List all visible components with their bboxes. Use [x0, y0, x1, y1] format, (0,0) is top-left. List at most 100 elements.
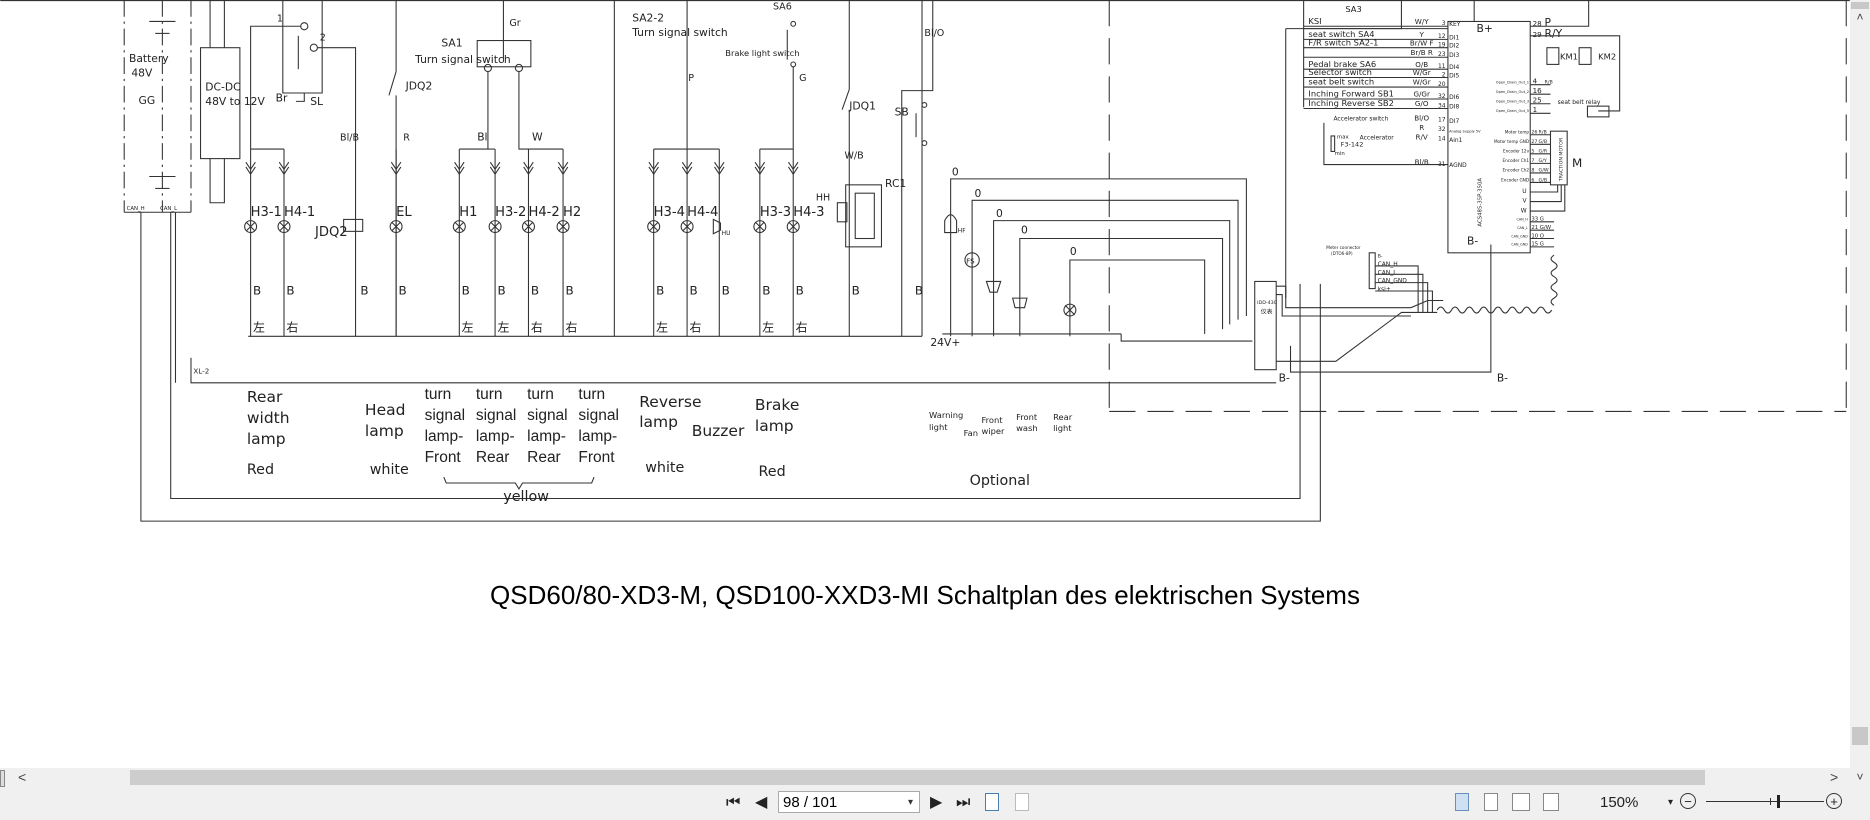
ground-label: B: [286, 284, 294, 298]
scroll-down-arrow[interactable]: ˅: [1856, 770, 1864, 784]
lamp-label: H1: [459, 205, 477, 220]
jdq1-label: JDQ1: [848, 100, 876, 113]
input-pin: 23: [1438, 51, 1446, 58]
wire-br: Br: [276, 91, 288, 104]
hh-label: HH: [816, 192, 830, 203]
lamp-cross: [391, 222, 401, 232]
horizontal-scrollbar[interactable]: < >: [0, 768, 1850, 787]
connector-arrow-icon: [278, 161, 290, 176]
legend-color: Red: [246, 461, 275, 478]
input-label: Accelerator: [1360, 135, 1395, 142]
viewer-toolbar: ⏮ ◀ 98 / 101 ▾ ▶ ⏭ 150% ▾ − +: [0, 787, 1870, 820]
motor-pin-signal: Encoder Ch2: [1503, 168, 1530, 173]
legend-turn-signal: Front: [424, 449, 461, 467]
lamp-label: H3-4: [654, 205, 685, 220]
seat-belt-relay: [1586, 105, 1610, 118]
wire-bl-b: Bl/B: [340, 133, 359, 144]
jdq2-switch-label: JDQ2: [405, 79, 433, 92]
scroll-right-arrow[interactable]: >: [1830, 769, 1839, 785]
page-number-field[interactable]: 98 / 101 ▾: [778, 791, 920, 813]
km2-coil: [1578, 47, 1592, 65]
input-pin: 14: [1438, 136, 1446, 143]
side-label: 右: [565, 321, 577, 335]
vertical-scroll-thumb[interactable]: [1852, 727, 1868, 745]
connector-arrow-icon: [454, 161, 465, 176]
motor-pin: 27: [1531, 139, 1537, 145]
legend-brake-lamp: Brake: [754, 396, 800, 415]
seat-belt-relay-label: seat belt relay: [1558, 99, 1601, 106]
can-pin: 33: [1531, 217, 1538, 223]
input-label: seat belt switch: [1308, 77, 1374, 87]
legend-warning-light: Warning: [929, 410, 964, 421]
previous-page-button[interactable]: ◀: [755, 794, 768, 811]
motor-pin-signal: Motor temp GND: [1494, 139, 1529, 144]
two-page-icon[interactable]: [1512, 793, 1530, 811]
zoom-in-icon[interactable]: +: [1826, 793, 1842, 809]
column-h3-1: H3-1B左: [244, 149, 282, 337]
lamp-cross: [755, 222, 765, 232]
zoom-slider-handle[interactable]: [1776, 795, 1780, 808]
horn-icon: [836, 202, 848, 223]
input-label: Accelerator switch: [1333, 115, 1388, 122]
input-wire-code: W/Y: [1415, 17, 1429, 26]
input-pin: 2: [1442, 71, 1446, 78]
meter-wire: [1375, 290, 1433, 313]
ground-label: B: [398, 284, 406, 298]
traction-motor-label: TRACTION MOTOR: [1558, 137, 1564, 182]
wire-bl: Bl: [477, 131, 487, 144]
vertical-scrollbar[interactable]: ˄ ˅: [1850, 0, 1870, 787]
connector-arrow-icon: [245, 161, 256, 176]
next-page-button[interactable]: ▶: [930, 794, 943, 811]
scroll-up-arrow[interactable]: ˄: [1856, 10, 1864, 24]
lamp-icon: [753, 220, 767, 234]
wire-r: R: [403, 133, 410, 144]
input-wire-code: O/B: [1415, 60, 1428, 69]
zoom-out-icon[interactable]: −: [1680, 793, 1696, 809]
scroll-left-arrow[interactable]: <: [18, 769, 27, 785]
input-pin: 32: [1438, 93, 1446, 100]
last-page-button[interactable]: ⏭: [956, 794, 971, 811]
page-dropdown-icon[interactable]: ▾: [907, 797, 913, 808]
page-number-value: 98 / 101: [783, 794, 838, 811]
motor-pin-wire: R/B: [1539, 130, 1547, 136]
zoom-dropdown-icon[interactable]: ▾: [1668, 797, 1674, 808]
legend-color: Red: [758, 463, 786, 480]
motor-pin-signal: Motor temp: [1505, 130, 1530, 135]
previous-view-icon[interactable]: [985, 793, 999, 811]
input-wire-code: G/Gr: [1413, 90, 1429, 99]
zoom-level[interactable]: 150%: [1600, 794, 1639, 811]
wire-code: 0: [996, 207, 1003, 220]
lamp-label: H4-1: [284, 205, 315, 220]
input-signal: DI7: [1449, 118, 1459, 125]
ground-label: B: [462, 284, 470, 298]
lamp-cross: [788, 222, 798, 232]
legend-turn-signal: turn: [424, 386, 452, 404]
side-label: 左: [762, 321, 774, 335]
output-wire: R/Y: [1545, 27, 1563, 40]
rc1-label: RC1: [885, 177, 906, 190]
single-page-icon[interactable]: [1455, 793, 1469, 811]
sa1-label: SA1: [441, 37, 462, 50]
lamp-icon: [556, 220, 570, 234]
zoom-slider[interactable]: [1706, 795, 1824, 808]
legend-buzzer: Buzzer: [691, 422, 745, 441]
connector-arrow-icon: [788, 161, 799, 176]
continuous-icon[interactable]: [1484, 793, 1498, 811]
next-view-icon[interactable]: [1015, 793, 1029, 811]
phase-wire: [1530, 184, 1562, 203]
input-pin: 34: [1438, 102, 1446, 109]
motor-label: M: [1572, 156, 1582, 170]
ground-label: B: [497, 284, 505, 298]
first-page-button[interactable]: ⏮: [726, 794, 741, 811]
legend-rear-width: width: [246, 408, 290, 427]
meter-connector-label: Meter connector: [1326, 245, 1360, 250]
legend-color: white: [369, 461, 409, 478]
two-page-continuous-icon[interactable]: [1543, 793, 1559, 811]
sa1-switch: SA1 Turn signal switch Gr: [414, 0, 532, 73]
horizontal-scroll-thumb[interactable]: [130, 770, 1705, 785]
lamp-icon: [488, 220, 502, 234]
side-label: 左: [253, 321, 265, 335]
